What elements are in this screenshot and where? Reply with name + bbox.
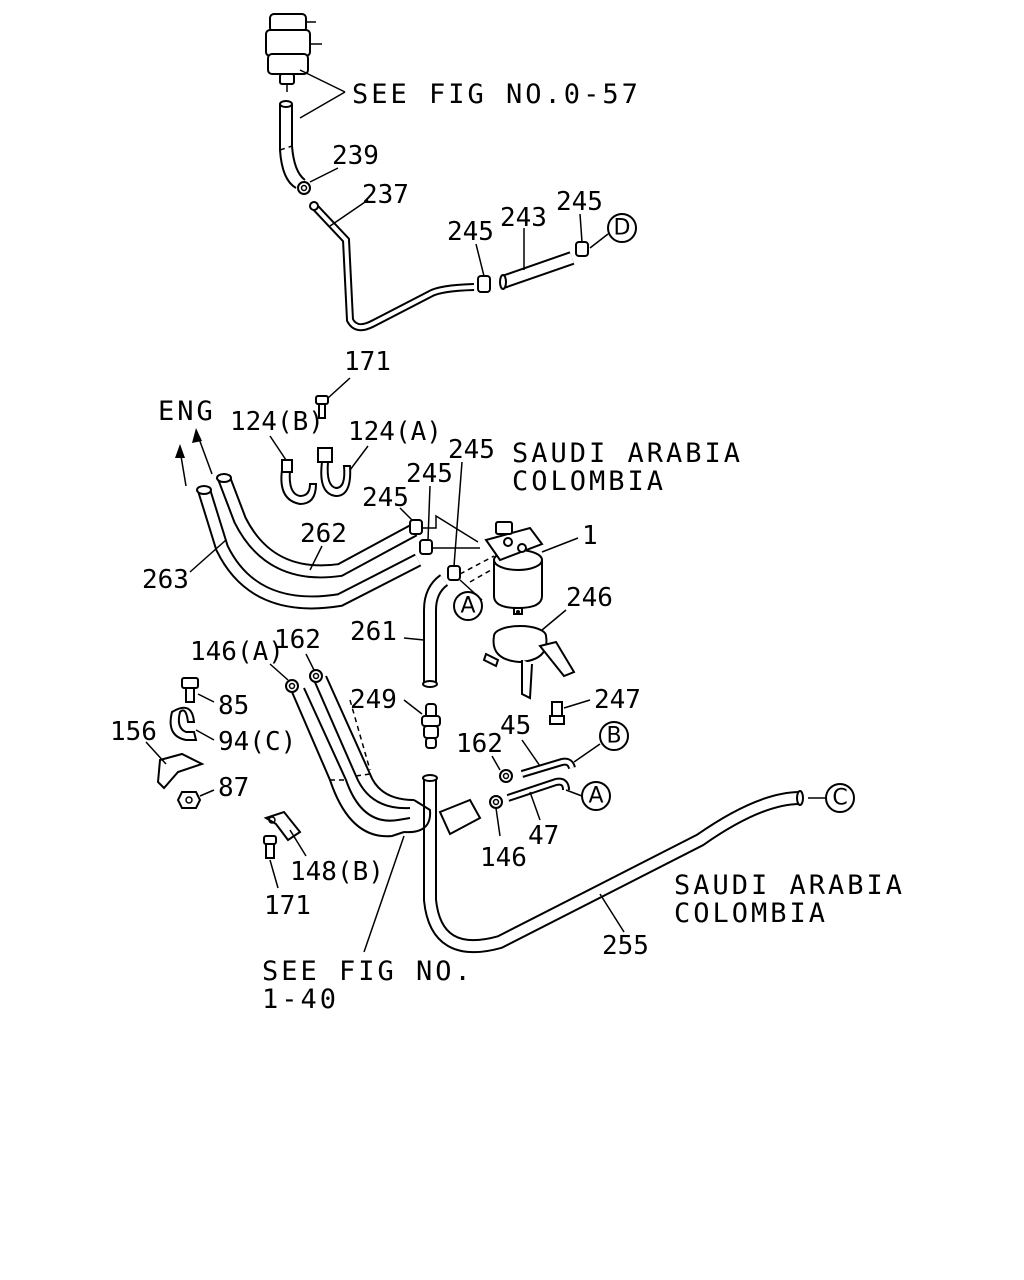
clip-245-d [419, 539, 433, 555]
bolt-171-top [315, 395, 329, 419]
bracket-246 [482, 625, 576, 700]
callout-45: 45 [500, 711, 531, 741]
callout-156: 156 [110, 717, 157, 747]
callout-237: 237 [362, 180, 409, 210]
fuel-filter-1 [484, 521, 544, 615]
callout-245-d: 245 [406, 459, 453, 489]
callout-146a: 146(A) [190, 637, 284, 667]
callout-124b: 124(B) [230, 407, 324, 437]
connector-d-label: D [614, 216, 631, 241]
region-note-bottom-line1: SAUDI ARABIA [674, 870, 905, 901]
region-note-bottom-line2: COLOMBIA [674, 898, 828, 929]
clip-245-e [447, 565, 461, 581]
callout-262: 262 [300, 519, 347, 549]
eng-arrows [175, 428, 213, 487]
callout-171-bottom: 171 [264, 891, 311, 921]
bolt-171-bottom [263, 835, 277, 859]
connector-a1: A [453, 591, 483, 621]
pipe-237 [309, 201, 475, 332]
callout-255: 255 [602, 931, 649, 961]
clip-245-a [477, 275, 491, 293]
pipe-45 [520, 757, 576, 778]
callout-247: 247 [594, 685, 641, 715]
nut-87 [176, 791, 202, 809]
lower-double-hose [291, 675, 482, 838]
connector-c: C [825, 783, 855, 813]
clip-239 [297, 181, 311, 195]
clip-146a [285, 679, 299, 693]
callout-245-e: 245 [448, 435, 495, 465]
bracket-156 [156, 752, 205, 790]
callout-1: 1 [582, 521, 598, 551]
hose-261 [422, 574, 449, 688]
callout-263: 263 [142, 565, 189, 595]
connector-b: B [599, 721, 629, 751]
clip-146 [489, 795, 503, 809]
callout-171-top: 171 [344, 347, 391, 377]
callout-148b: 148(B) [290, 857, 384, 887]
bolt-247 [549, 701, 565, 725]
pipe-255 [422, 774, 804, 954]
clip-245-c [409, 519, 423, 535]
connector-d: D [607, 213, 637, 243]
pipe-47 [506, 777, 570, 802]
connector-c-label: C [832, 786, 847, 811]
connector-a2-label: A [588, 784, 603, 809]
clip-162-right [499, 769, 513, 783]
callout-249: 249 [350, 685, 397, 715]
top-component-assembly [265, 13, 322, 92]
joint-249 [421, 703, 441, 749]
clamp-94c [169, 706, 198, 741]
callout-239: 239 [332, 141, 379, 171]
region-note-top-line2: COLOMBIA [512, 466, 666, 497]
callout-162-right: 162 [456, 729, 503, 759]
bolt-85 [181, 677, 199, 703]
hose-263 [196, 485, 422, 610]
callout-162-left: 162 [274, 625, 321, 655]
callout-245-b: 245 [556, 187, 603, 217]
callout-246: 246 [566, 583, 613, 613]
callout-245-c: 245 [362, 483, 409, 513]
region-note-top-line1: SAUDI ARABIA [512, 438, 743, 469]
hose-262 [216, 473, 418, 579]
see-fig-1-40-line2: 1-40 [262, 984, 339, 1015]
connector-b-label: B [606, 724, 621, 749]
callout-243: 243 [500, 203, 547, 233]
see-fig-0-57-note: SEE FIG NO.0-57 [352, 79, 641, 110]
see-fig-1-40-line1: SEE FIG NO. [262, 956, 474, 987]
callout-94c: 94(C) [218, 727, 296, 757]
clip-245-b [575, 241, 589, 257]
connector-a1-label: A [460, 594, 475, 619]
callout-261: 261 [350, 617, 397, 647]
callout-47: 47 [528, 821, 559, 851]
clip-162-left [309, 669, 323, 683]
callout-245-a: 245 [447, 217, 494, 247]
connector-a2: A [581, 781, 611, 811]
clamp-124b [280, 459, 318, 506]
upper-hose [279, 100, 306, 189]
eng-label: ENG [158, 396, 216, 427]
callout-146: 146 [480, 843, 527, 873]
callout-85: 85 [218, 691, 249, 721]
callout-87: 87 [218, 773, 249, 803]
clamp-124a [317, 447, 352, 498]
callout-124a: 124(A) [348, 417, 442, 447]
hose-243 [499, 251, 575, 290]
